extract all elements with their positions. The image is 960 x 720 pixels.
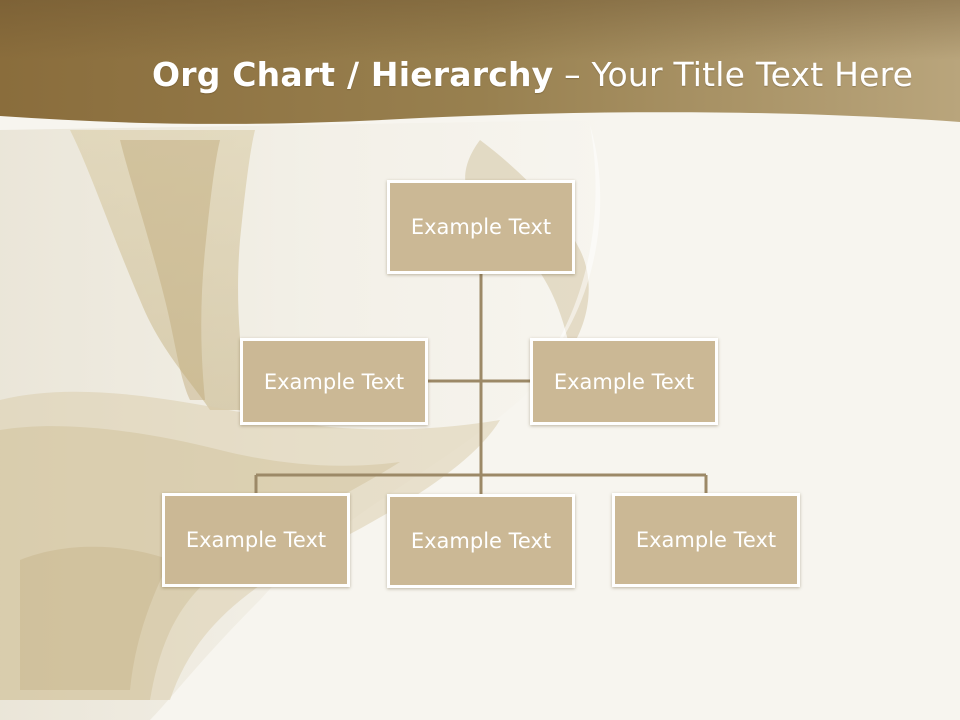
header-band [0,0,960,124]
title-rest: Your Title Text Here [591,55,914,94]
org-node-child-3[interactable]: Example Text [612,493,800,587]
org-node-label: Example Text [410,215,552,239]
org-node-label: Example Text [410,529,552,553]
title-separator: – [564,55,581,94]
slide-title: Org Chart / Hierarchy – Your Title Text … [152,50,913,100]
org-node-label: Example Text [553,369,695,394]
org-node-label: Example Text [635,528,777,552]
org-node-root[interactable]: Example Text [387,180,575,274]
org-node-child-2[interactable]: Example Text [387,494,575,588]
title-bold-part: Org Chart / Hierarchy [152,55,554,94]
org-node-assistant-right[interactable]: Example Text [530,338,718,425]
org-node-child-1[interactable]: Example Text [162,493,350,587]
org-node-label: Example Text [263,369,405,394]
org-node-label: Example Text [185,528,327,552]
org-node-assistant-left[interactable]: Example Text [240,338,428,425]
